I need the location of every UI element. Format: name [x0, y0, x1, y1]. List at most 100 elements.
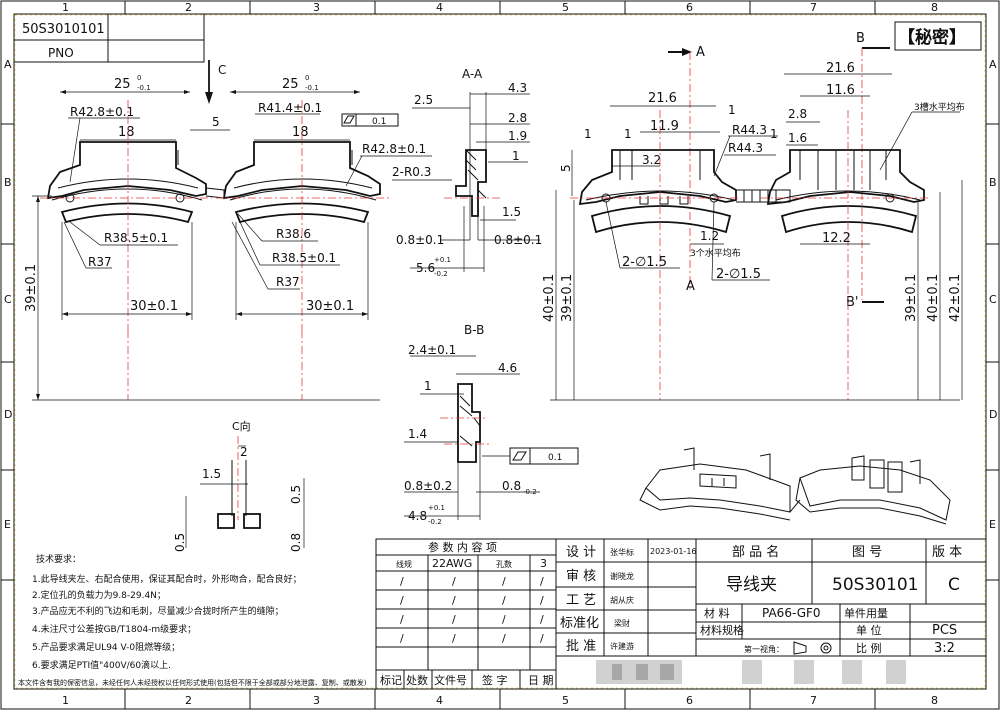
tolerance-upper: +0.1 [434, 256, 451, 264]
params-header: 22AWG [432, 557, 472, 570]
grid-row-label: C [4, 293, 12, 306]
note-item: 2.定位孔的负载力为9.8-29.4N； [32, 589, 166, 601]
section-bb: B-B 2.4±0.1 4.6 1 1.4 0.1 0.8±0.2 0.8 -0… [404, 323, 579, 526]
confidential-footer: 本文件含有我的保密信息，未经任何人未经授权以任何形式使用(包括但不限于全部或部分… [18, 678, 367, 687]
first-angle-projection-icon [793, 641, 832, 655]
dim-r386: R38.6 [276, 227, 311, 241]
dim-39-left: 39±0.1 [24, 264, 39, 312]
cut-label-b-top: B [856, 31, 865, 46]
params-title: 参 数 内 容 项 [428, 540, 497, 554]
sign-header: 文件号 [434, 673, 467, 687]
grid-col-label: 6 [686, 694, 693, 707]
dim-aa-08-right: 0.8±0.1 [494, 233, 542, 247]
grid-row-label: D [4, 408, 12, 421]
dim-5-gap: 5 [212, 115, 220, 129]
params-cell: / [540, 613, 544, 626]
part-name-label: 部 品 名 [732, 544, 779, 560]
material-label: 材 料 [704, 606, 730, 620]
c-view: C向 2 1.5 0.5 0.5 0.8 [173, 419, 305, 552]
dim-c-2: 2 [240, 445, 248, 459]
role-label: 审 核 [566, 569, 596, 584]
cut-label-a-top: A [696, 45, 705, 60]
grid-row-label: B [4, 176, 12, 189]
params-cell: / [452, 632, 456, 645]
dim-216-left: 21.6 [648, 91, 677, 106]
notes-title: 技术要求： [36, 553, 81, 565]
dim-bb-48: 4.8 [408, 509, 427, 523]
dim-25-left: 25 [114, 77, 131, 92]
note-item: 4.未注尺寸公差按GB/T1804-m级要求； [32, 623, 196, 635]
params-cell: / [502, 575, 506, 588]
dim-bb-08-right: 0.8 [502, 479, 521, 493]
secret-stamp: 【秘密】 [894, 21, 982, 51]
grid-col-label: 2 [185, 694, 192, 707]
dim-aa-08-left: 0.8±0.1 [396, 233, 444, 247]
dim-hole-b: 2-∅1.5 [716, 267, 761, 282]
isometric-view [639, 447, 951, 525]
dim-aa-19: 1.9 [508, 129, 527, 143]
dim-aa-15: 1.5 [502, 205, 521, 219]
params-cell: / [502, 613, 506, 626]
dim-42: 42±0.1 [948, 274, 963, 322]
tolerance-upper: 0 [137, 74, 141, 82]
role-label: 批 准 [566, 639, 596, 654]
tolerance-lower: -0.2 [523, 488, 537, 496]
section-aa-title: A-A [462, 67, 483, 81]
dim-18-left: 18 [118, 125, 135, 140]
scale: 3:2 [934, 641, 955, 656]
dim-40-right: 40±0.1 [926, 274, 941, 322]
dim-122: 12.2 [822, 231, 851, 246]
dim-c-08: 0.8 [289, 533, 303, 552]
tolerance-lower: -0.1 [305, 84, 319, 92]
tolerance-lower: -0.2 [428, 518, 442, 526]
note-item: 6.要求满足PTI值"400V/60滴以上. [32, 659, 171, 671]
technical-notes: 技术要求： 1.此导线夹左、右配合使用，保证其配合时，外形吻合，配合良好； 2.… [18, 553, 367, 687]
params-cell: / [400, 632, 404, 645]
grid-row-label: E [989, 518, 996, 531]
dim-aa-43: 4.3 [508, 81, 527, 95]
dim-32: 3.2 [642, 153, 661, 167]
dim-aa-1: 1 [512, 149, 520, 163]
params-cell: / [502, 594, 506, 607]
dim-1-c: 1 [624, 127, 632, 141]
grid-row-label: E [4, 518, 11, 531]
section-aa: A-A 4.3 2.5 2.8 1.9 1 2-R0.3 1.5 0.8±0.1… [392, 67, 542, 278]
dim-r443-b: R44.3 [728, 141, 763, 155]
slots-note: 3槽水平均布 [914, 101, 965, 113]
grid-labels: 1 2 3 4 5 6 7 8 1 2 3 4 5 6 7 8 A B C D … [4, 1, 997, 707]
params-cell: / [540, 632, 544, 645]
drawing-no: 50S30101 [832, 575, 919, 595]
dim-c-05-left: 0.5 [173, 533, 187, 552]
dim-119: 11.9 [650, 119, 679, 134]
dim-18-right: 18 [292, 125, 309, 140]
signer-name: 胡从庆 [610, 595, 634, 605]
design-date: 2023-01-16 [650, 547, 697, 556]
params-header: 孔数 [496, 559, 512, 569]
dim-aa-28: 2.8 [508, 111, 527, 125]
dim-12: 1.2 [700, 229, 719, 243]
cut-label-a-bottom: A [686, 279, 695, 294]
grid-col-label: 5 [562, 694, 569, 707]
grid-col-label: 1 [62, 1, 69, 14]
dim-39-right-b: 39±0.1 [904, 274, 919, 322]
dim-bb-08-left: 0.8±0.2 [404, 479, 452, 493]
note-item: 1.此导线夹左、右配合使用，保证其配合时，外形吻合，配合良好； [32, 573, 302, 585]
unit: PCS [932, 623, 957, 638]
dim-1-b: 1 [584, 127, 592, 141]
dim-39-right-a: 39±0.1 [560, 274, 575, 322]
dim-c-05-right: 0.5 [289, 485, 303, 504]
grid-row-label: C [989, 293, 997, 306]
scale-label: 比 例 [856, 641, 882, 655]
part-name: 导线夹 [726, 575, 777, 595]
grid-row-label: A [4, 58, 12, 71]
sign-header: 标记 [380, 673, 402, 687]
grid-row-label: B [989, 176, 997, 189]
params-cell: / [502, 632, 506, 645]
slots-note-b: 3个水平均布 [690, 247, 741, 259]
params-cell: / [400, 594, 404, 607]
dim-1-d: 1 [770, 127, 778, 141]
dim-c-15: 1.5 [202, 467, 221, 481]
section-bb-title: B-B [464, 323, 484, 337]
